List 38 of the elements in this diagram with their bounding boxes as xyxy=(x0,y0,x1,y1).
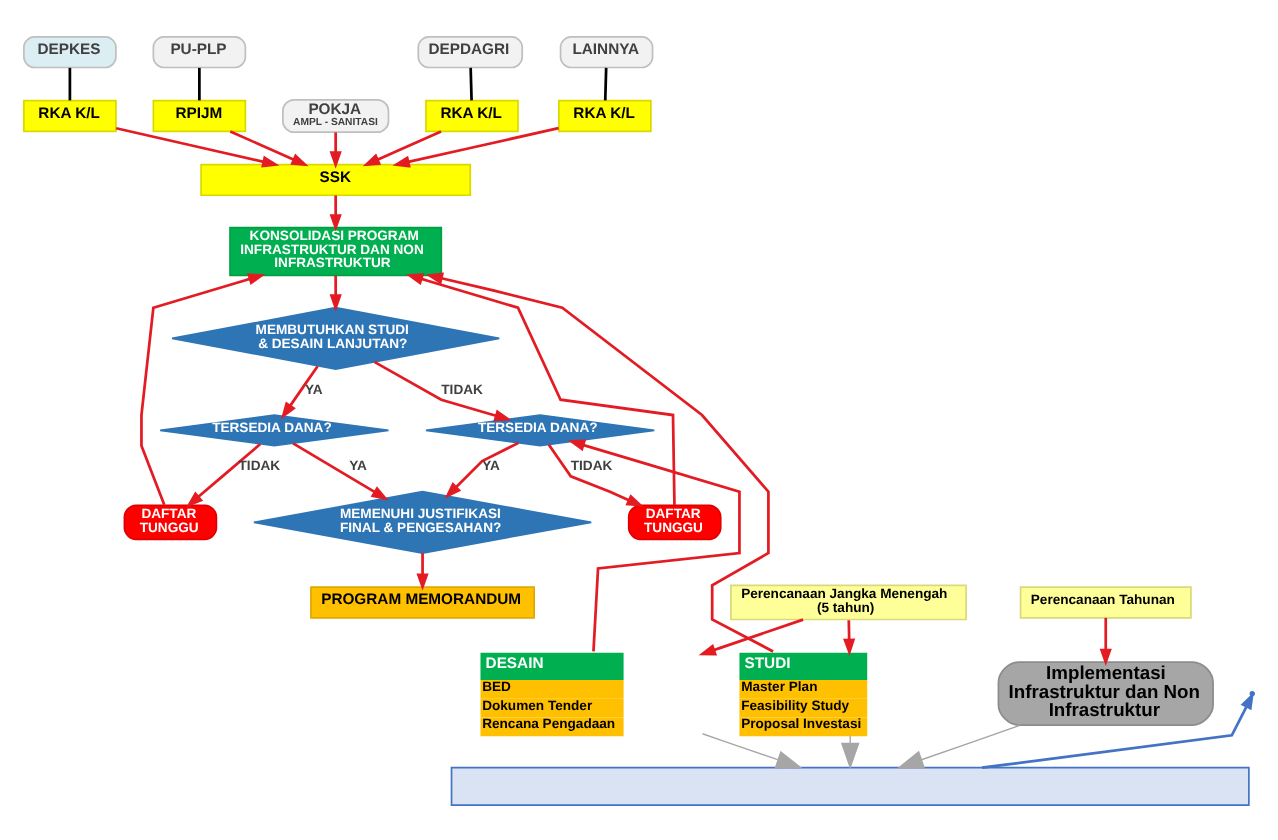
arrow xyxy=(329,131,342,168)
arrow xyxy=(701,732,803,768)
node-box: LAINNYA xyxy=(559,34,654,68)
arrow xyxy=(547,442,644,506)
node-box: DEPKES xyxy=(23,34,117,68)
node-box: PROGRAM MEMORANDUM xyxy=(310,585,535,618)
node-box: DEPDAGRI xyxy=(417,34,524,68)
node-box: PU-PLP xyxy=(152,34,247,68)
connector xyxy=(603,66,608,100)
node-box: RKA K/L xyxy=(425,98,519,132)
node-box: RKA K/L xyxy=(23,98,117,132)
arrow xyxy=(292,441,389,500)
arrow xyxy=(392,125,559,167)
node-box: Implementasi Infrastruktur dan Non Infrastruktur xyxy=(997,660,1214,725)
node-box: RPIJM xyxy=(152,98,247,132)
arrow xyxy=(444,440,520,498)
arrow xyxy=(280,364,319,419)
arrow xyxy=(416,552,429,590)
connector xyxy=(198,66,201,100)
connector xyxy=(68,66,72,100)
node-box xyxy=(450,765,1250,806)
node-box: SSK xyxy=(200,162,472,196)
arrow xyxy=(896,723,1021,768)
arrow xyxy=(843,619,856,655)
arrow xyxy=(698,617,804,655)
arrow xyxy=(329,274,342,311)
arrow xyxy=(140,272,266,505)
arrow xyxy=(362,129,442,166)
arrow xyxy=(115,125,280,167)
arrow xyxy=(405,272,676,505)
node-box: RKA K/L xyxy=(558,98,652,132)
arrow xyxy=(185,442,262,507)
arrow xyxy=(229,129,309,166)
arrow xyxy=(567,438,741,651)
arrow xyxy=(329,194,342,231)
connector xyxy=(469,66,473,100)
arrow xyxy=(1099,616,1112,666)
arrow xyxy=(373,359,512,421)
